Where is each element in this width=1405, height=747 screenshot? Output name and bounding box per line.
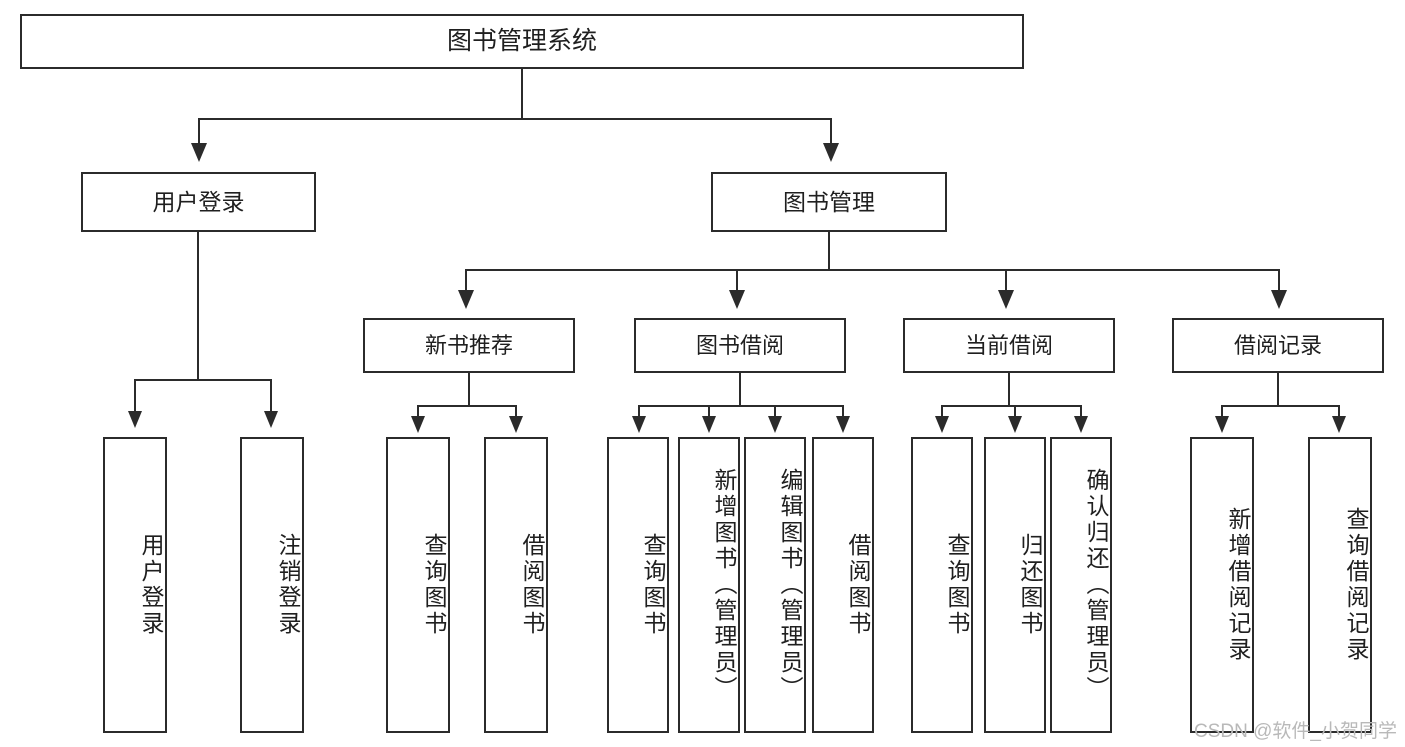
leaf-query-book-current-borrow[interactable]: 查询图书 [911, 437, 973, 733]
arrowhead-leaf-add-book [702, 416, 716, 433]
node-label: 图书管理 [783, 188, 875, 215]
node-root-book-management-system[interactable]: 图书管理系统 [20, 14, 1024, 69]
arrowhead-root-to-user-login [191, 143, 207, 162]
connector-root-bus [198, 118, 832, 120]
connector-user-login-right-drop [270, 379, 272, 412]
leaf-add-book-admin[interactable]: 新增图书（管理员） [678, 437, 740, 733]
connector-book-borrow-stem [739, 373, 741, 406]
connector-br-drop-1 [1221, 405, 1223, 417]
node-user-login[interactable]: 用户登录 [81, 172, 316, 232]
node-borrow-record[interactable]: 借阅记录 [1172, 318, 1384, 373]
arrowhead-new-book-recommend [458, 290, 474, 309]
connector-current-borrow-bus [941, 405, 1081, 407]
leaf-label: 查询图书 [640, 533, 666, 637]
connector-to-current-borrow [1005, 269, 1007, 291]
arrowhead-current-borrow [998, 290, 1014, 309]
connector-to-new-book-recommend [465, 269, 467, 291]
leaf-logout[interactable]: 注销登录 [240, 437, 304, 733]
connector-level3-bus [465, 269, 1280, 271]
connector-user-login-stem [197, 232, 199, 380]
connector-cb-drop-3 [1080, 405, 1082, 417]
connector-br-drop-2 [1338, 405, 1340, 417]
connector-borrow-record-bus [1221, 405, 1339, 407]
arrowhead-leaf-borrow-book-bb [836, 416, 850, 433]
arrowhead-leaf-user-login [128, 411, 142, 428]
leaf-label: 新增图书（管理员） [711, 468, 737, 702]
connector-bb-drop-1 [638, 405, 640, 417]
leaf-label: 用户登录 [138, 533, 164, 637]
leaf-confirm-return-admin[interactable]: 确认归还（管理员） [1050, 437, 1112, 733]
node-label: 新书推荐 [424, 332, 513, 358]
connector-new-book-recommend-bus [417, 405, 516, 407]
arrowhead-leaf-query-book-bb [632, 416, 646, 433]
leaf-label: 新增借阅记录 [1225, 507, 1251, 663]
leaf-query-book-book-borrow[interactable]: 查询图书 [607, 437, 669, 733]
arrowhead-leaf-add-borrow-record [1215, 416, 1229, 433]
connector-bb-drop-3 [774, 405, 776, 417]
leaf-label: 查询图书 [944, 533, 970, 637]
arrowhead-leaf-confirm-return [1074, 416, 1088, 433]
arrowhead-book-borrow [729, 290, 745, 309]
leaf-add-borrow-record[interactable]: 新增借阅记录 [1190, 437, 1254, 733]
connector-cb-drop-2 [1014, 405, 1016, 417]
connector-book-borrow-bus [638, 405, 843, 407]
arrowhead-leaf-edit-book [768, 416, 782, 433]
connector-bb-drop-2 [708, 405, 710, 417]
arrowhead-root-to-book-management [823, 143, 839, 162]
connector-current-borrow-stem [1008, 373, 1010, 406]
arrowhead-leaf-query-borrow-record [1332, 416, 1346, 433]
connector-root-to-user-login [198, 118, 200, 146]
node-current-borrow[interactable]: 当前借阅 [903, 318, 1115, 373]
arrowhead-leaf-logout [264, 411, 278, 428]
connector-to-borrow-record [1278, 269, 1280, 291]
connector-to-book-borrow [736, 269, 738, 291]
leaf-label: 编辑图书（管理员） [777, 468, 803, 702]
leaf-label: 注销登录 [275, 533, 301, 637]
arrowhead-leaf-borrow-book-nbr [509, 416, 523, 433]
leaf-label: 查询借阅记录 [1343, 507, 1369, 663]
leaf-label: 查询图书 [421, 533, 447, 637]
connector-cb-drop-1 [941, 405, 943, 417]
arrowhead-leaf-query-book-nbr [411, 416, 425, 433]
connector-user-login-bus [134, 379, 271, 381]
leaf-query-borrow-record[interactable]: 查询借阅记录 [1308, 437, 1372, 733]
node-new-book-recommend[interactable]: 新书推荐 [363, 318, 575, 373]
arrowhead-leaf-return-book [1008, 416, 1022, 433]
connector-bb-drop-4 [842, 405, 844, 417]
leaf-user-login[interactable]: 用户登录 [103, 437, 167, 733]
node-book-management[interactable]: 图书管理 [711, 172, 947, 232]
arrowhead-leaf-query-book-cb [935, 416, 949, 433]
leaf-return-book[interactable]: 归还图书 [984, 437, 1046, 733]
connector-user-login-left-drop [134, 379, 136, 412]
node-label: 当前借阅 [964, 332, 1053, 358]
connector-root-stem [521, 69, 523, 119]
leaf-query-book-new-book-recommend[interactable]: 查询图书 [386, 437, 450, 733]
leaf-borrow-book-book-borrow[interactable]: 借阅图书 [812, 437, 874, 733]
node-book-borrow[interactable]: 图书借阅 [634, 318, 846, 373]
leaf-edit-book-admin[interactable]: 编辑图书（管理员） [744, 437, 806, 733]
csdn-watermark: CSDN @软件_小贺同学 [1194, 721, 1397, 742]
connector-nbr-drop-1 [417, 405, 419, 417]
node-label: 图书借阅 [695, 332, 784, 358]
connector-nbr-drop-2 [515, 405, 517, 417]
connector-root-to-book-management [830, 118, 832, 146]
connector-book-management-stem [828, 232, 830, 270]
leaf-label: 借阅图书 [519, 533, 545, 637]
node-label: 借阅记录 [1233, 332, 1322, 358]
leaf-label: 借阅图书 [845, 533, 871, 637]
node-label: 图书管理系统 [446, 26, 597, 55]
connector-new-book-recommend-stem [468, 373, 470, 406]
connector-borrow-record-stem [1277, 373, 1279, 406]
leaf-label: 归还图书 [1017, 533, 1043, 637]
leaf-borrow-book-new-book-recommend[interactable]: 借阅图书 [484, 437, 548, 733]
arrowhead-borrow-record [1271, 290, 1287, 309]
leaf-label: 确认归还（管理员） [1083, 468, 1109, 702]
node-label: 用户登录 [152, 188, 245, 215]
